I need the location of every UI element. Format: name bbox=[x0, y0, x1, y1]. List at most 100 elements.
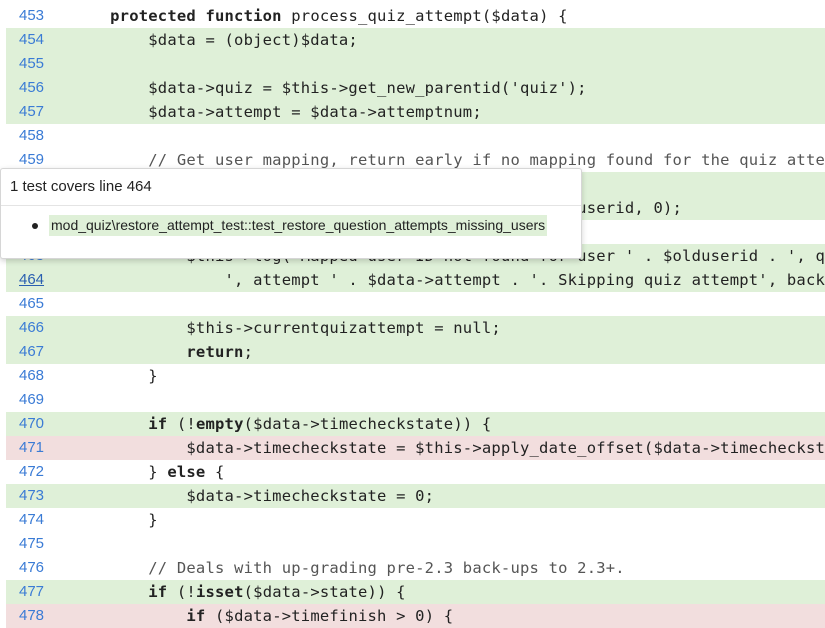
code-text: return; bbox=[72, 340, 253, 364]
code-text: ', attempt ' . $data->attempt . '. Skipp… bbox=[72, 268, 825, 292]
line-gutter bbox=[0, 268, 6, 292]
line-number-link[interactable]: 466 bbox=[19, 319, 45, 336]
code-text: $data->timecheckstate = 0; bbox=[72, 484, 434, 508]
line-number-link[interactable]: 476 bbox=[19, 559, 45, 576]
code-line: 458 bbox=[0, 124, 825, 148]
line-number-link[interactable]: 457 bbox=[19, 103, 45, 120]
code-token bbox=[72, 7, 110, 25]
line-number-link[interactable]: 458 bbox=[19, 127, 45, 144]
code-text: } bbox=[72, 508, 158, 532]
line-number-link[interactable]: 475 bbox=[19, 535, 45, 552]
code-token bbox=[72, 343, 186, 361]
line-number-link[interactable]: 474 bbox=[19, 511, 45, 528]
line-gutter bbox=[0, 556, 6, 580]
code-text: $data->quiz = $this->get_new_parentid('q… bbox=[72, 76, 587, 100]
line-number-link[interactable]: 453 bbox=[19, 7, 45, 24]
line-number-link[interactable]: 456 bbox=[19, 79, 45, 96]
line-number-link[interactable]: 469 bbox=[19, 391, 45, 408]
code-token: ($data->timecheckstate)) { bbox=[243, 415, 492, 433]
code-line: 453 protected function process_quiz_atte… bbox=[0, 4, 825, 28]
line-gutter bbox=[0, 532, 6, 556]
code-text: protected function process_quiz_attempt(… bbox=[72, 4, 568, 28]
code-token: $data->timecheckstate = 0; bbox=[72, 487, 435, 505]
line-number-link[interactable]: 455 bbox=[19, 55, 45, 72]
code-line: 465 bbox=[0, 292, 825, 316]
line-gutter bbox=[0, 364, 6, 388]
line-gutter bbox=[0, 484, 6, 508]
code-token: ($data->state)) { bbox=[243, 583, 406, 601]
code-text: // Deals with up-grading pre-2.3 back-up… bbox=[72, 556, 625, 580]
code-line: 474 } bbox=[0, 508, 825, 532]
line-number-link[interactable]: 473 bbox=[19, 487, 45, 504]
line-gutter bbox=[0, 292, 6, 316]
code-token: } bbox=[72, 463, 168, 481]
line-number-link[interactable]: 478 bbox=[19, 607, 45, 624]
code-text: $this->currentquizattempt = null; bbox=[72, 316, 501, 340]
code-keyword: empty bbox=[195, 415, 244, 433]
line-gutter bbox=[0, 580, 6, 604]
code-token: $data->attempt = $data->attemptnum; bbox=[72, 103, 482, 121]
code-token: (! bbox=[167, 415, 196, 433]
code-line: 464 ', attempt ' . $data->attempt . '. S… bbox=[0, 268, 825, 292]
code-line: 466 $this->currentquizattempt = null; bbox=[0, 316, 825, 340]
tooltip-divider bbox=[1, 205, 581, 206]
line-number-link[interactable]: 459 bbox=[19, 151, 45, 168]
code-keyword: protected function bbox=[110, 7, 282, 25]
line-gutter bbox=[0, 316, 6, 340]
code-token: $data->timecheckstate = $this->apply_dat… bbox=[72, 439, 825, 457]
line-number-link[interactable]: 468 bbox=[19, 367, 45, 384]
code-line: 473 $data->timecheckstate = 0; bbox=[0, 484, 825, 508]
code-line: 468 } bbox=[0, 364, 825, 388]
code-keyword: else bbox=[167, 463, 206, 481]
line-number-link[interactable]: 465 bbox=[19, 295, 45, 312]
line-number-link[interactable]: 467 bbox=[19, 343, 45, 360]
code-text: $data->attempt = $data->attemptnum; bbox=[72, 100, 482, 124]
line-gutter bbox=[0, 412, 6, 436]
code-line: 457 $data->attempt = $data->attemptnum; bbox=[0, 100, 825, 124]
line-gutter bbox=[0, 124, 6, 148]
code-text: // Get user mapping, return early if no … bbox=[72, 148, 825, 172]
code-token: ($data->timefinish > 0) { bbox=[205, 607, 454, 625]
code-token: } bbox=[72, 511, 158, 529]
bullet-icon bbox=[32, 223, 38, 229]
line-gutter bbox=[0, 388, 6, 412]
covering-test-item[interactable]: mod_quiz\restore_attempt_test::test_rest… bbox=[49, 215, 548, 236]
code-line: 467 return; bbox=[0, 340, 825, 364]
code-keyword: isset bbox=[195, 583, 244, 601]
line-number-link[interactable]: 470 bbox=[19, 415, 45, 432]
line-number-link[interactable]: 472 bbox=[19, 463, 45, 480]
code-line: 471 $data->timecheckstate = $this->apply… bbox=[0, 436, 825, 460]
line-gutter bbox=[0, 340, 6, 364]
code-line: 455 bbox=[0, 52, 825, 76]
code-token: $this->currentquizattempt = null; bbox=[72, 319, 501, 337]
code-listing: 453 protected function process_quiz_atte… bbox=[0, 4, 825, 628]
code-keyword: if bbox=[186, 607, 206, 625]
line-gutter bbox=[0, 28, 6, 52]
line-number-link[interactable]: 464 bbox=[19, 271, 45, 288]
code-token bbox=[72, 415, 148, 433]
code-line: 454 $data = (object)$data; bbox=[0, 28, 825, 52]
code-text: } else { bbox=[72, 460, 225, 484]
code-token: process_quiz_attempt($data) { bbox=[281, 7, 568, 25]
code-text: if (!empty($data->timecheckstate)) { bbox=[72, 412, 491, 436]
code-comment: // Deals with up-grading pre-2.3 back-up… bbox=[72, 559, 625, 577]
code-line: 476 // Deals with up-grading pre-2.3 bac… bbox=[0, 556, 825, 580]
code-token: (! bbox=[167, 583, 196, 601]
line-number-link[interactable]: 471 bbox=[19, 439, 45, 456]
line-gutter bbox=[0, 100, 6, 124]
line-gutter bbox=[0, 4, 6, 28]
line-number-link[interactable]: 454 bbox=[19, 31, 45, 48]
code-line: 470 if (!empty($data->timecheckstate)) { bbox=[0, 412, 825, 436]
line-number-link[interactable]: 477 bbox=[19, 583, 45, 600]
code-token: $data = (object)$data; bbox=[72, 31, 358, 49]
code-line: 469 bbox=[0, 388, 825, 412]
code-keyword: if bbox=[148, 415, 168, 433]
code-line: 477 if (!isset($data->state)) { bbox=[0, 580, 825, 604]
code-text: if ($data->timefinish > 0) { bbox=[72, 604, 453, 628]
tooltip-title: 1 test covers line 464 bbox=[10, 178, 152, 195]
code-token: $data->quiz = $this->get_new_parentid('q… bbox=[72, 79, 587, 97]
line-gutter bbox=[0, 148, 6, 172]
code-line: 472 } else { bbox=[0, 460, 825, 484]
code-token: ; bbox=[243, 343, 254, 361]
code-line: 456 $data->quiz = $this->get_new_parenti… bbox=[0, 76, 825, 100]
